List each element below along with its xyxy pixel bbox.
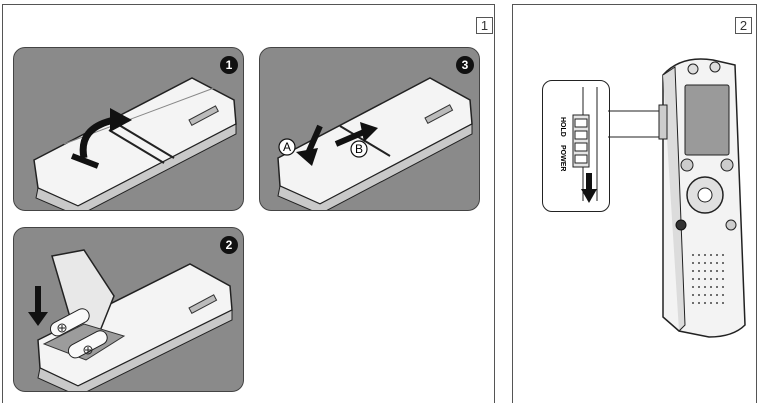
arrow-icon	[581, 189, 597, 203]
arrow-icon	[28, 312, 48, 326]
hold-switch	[658, 104, 668, 140]
callout-a-circle	[278, 138, 296, 156]
battery-icon	[67, 330, 108, 359]
power-label: POWER	[559, 145, 566, 171]
figure-number-1: 1	[476, 17, 493, 34]
battery-cover-open	[51, 249, 115, 338]
battery-install-figure: 1 1 A B 3	[2, 4, 495, 403]
hold-label: HOLD	[559, 117, 566, 137]
step-marker-2: 2	[220, 236, 238, 254]
step-marker-3: 3	[456, 56, 474, 74]
step-panel-close-cover: A B 3	[259, 47, 480, 211]
hold-switch-figure: 2 HOLD POWER	[512, 4, 757, 403]
callout-b-circle	[350, 140, 368, 158]
step-panel-insert-batteries: 2	[13, 227, 244, 392]
step-panel-open-cover: 1	[13, 47, 244, 211]
recorder-back-drawing	[33, 77, 237, 210]
battery-icon	[49, 308, 90, 337]
speaker-grille	[692, 254, 724, 304]
record-button-icon	[675, 219, 687, 231]
recorder-side-drawing: HOLD POWER	[559, 58, 746, 338]
callout-b-label: B	[355, 142, 363, 156]
callout-a-label: A	[283, 140, 291, 154]
figure-number-2: 2	[735, 17, 752, 34]
recorder-back-drawing: A B	[277, 77, 473, 210]
screen	[684, 84, 730, 156]
step-marker-1: 1	[220, 56, 238, 74]
recorder-battery-drawing	[28, 249, 233, 391]
